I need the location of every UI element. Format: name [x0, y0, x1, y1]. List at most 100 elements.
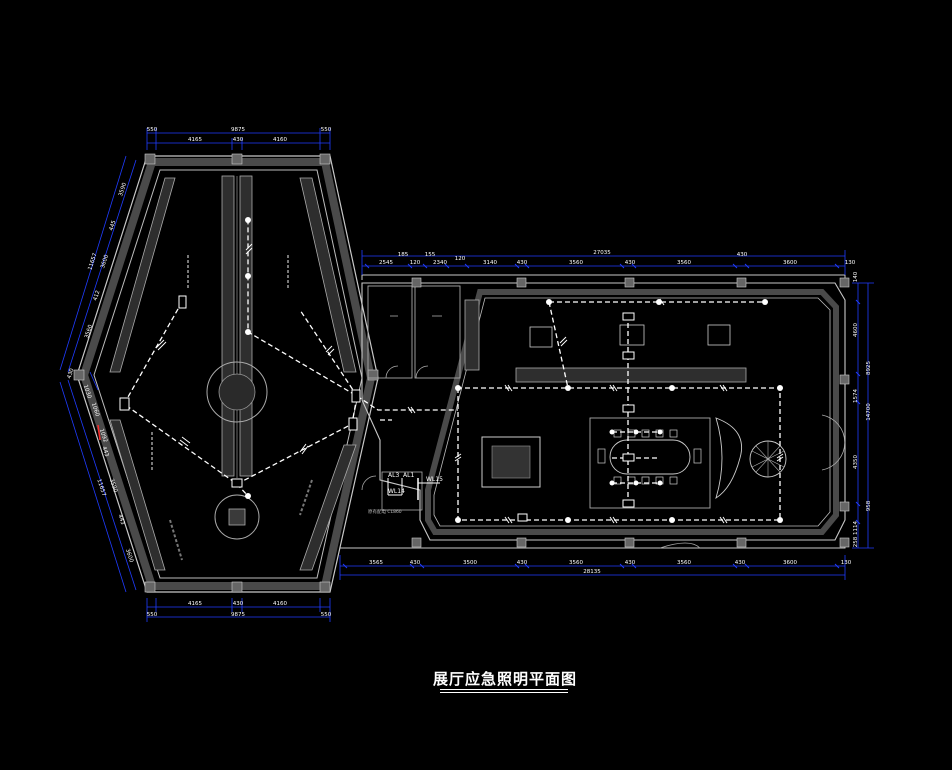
hexagon-hall — [73, 153, 379, 593]
svg-text:3600: 3600 — [124, 548, 134, 564]
central-round-inner — [218, 373, 256, 411]
svg-text:550: 550 — [321, 612, 332, 618]
title-underline-1 — [440, 689, 568, 690]
tag-al1: AL1 — [403, 472, 414, 479]
svg-text:445: 445 — [109, 219, 118, 231]
svg-text:443: 443 — [116, 514, 125, 526]
conference-area — [589, 417, 711, 509]
svg-text:3560: 3560 — [569, 260, 583, 266]
svg-text:430: 430 — [233, 137, 244, 143]
hall-display-box-2 — [619, 324, 645, 346]
hall-display-bar — [515, 367, 747, 383]
svg-text:120: 120 — [455, 256, 466, 262]
svg-text:185: 185 — [398, 252, 409, 258]
svg-text:8925: 8925 — [866, 361, 872, 375]
distribution-note: 原有配电 CL860 — [368, 508, 402, 515]
svg-text:430: 430 — [625, 560, 636, 566]
tag-al3: AL3 — [388, 472, 399, 479]
svg-text:27035: 27035 — [593, 250, 611, 256]
central-partition-left — [221, 175, 235, 477]
red-marker — [97, 424, 101, 441]
svg-text:3590: 3590 — [108, 478, 118, 494]
svg-text:4600: 4600 — [853, 323, 859, 337]
side-room-1 — [367, 285, 413, 379]
svg-text:4350: 4350 — [853, 455, 859, 469]
svg-text:430: 430 — [517, 560, 528, 566]
side-room-2 — [414, 285, 461, 379]
exhibit-labels — [151, 255, 313, 561]
svg-text:3500: 3500 — [463, 560, 477, 566]
svg-text:550: 550 — [147, 127, 158, 133]
svg-text:3140: 3140 — [483, 260, 497, 266]
circuit-ticks — [155, 243, 784, 524]
svg-text:4165: 4165 — [188, 601, 202, 607]
hall-display-box-3 — [707, 324, 731, 346]
svg-text:3600: 3600 — [100, 254, 110, 270]
svg-text:4165: 4165 — [188, 137, 202, 143]
svg-text:258: 258 — [853, 536, 859, 547]
square-exhibit — [481, 436, 541, 488]
svg-text:3565: 3565 — [369, 560, 383, 566]
svg-text:14700: 14700 — [866, 403, 872, 421]
conference-chairs — [597, 429, 702, 485]
svg-text:1092: 1092 — [98, 428, 108, 443]
hall-display-wall-left — [464, 299, 480, 371]
svg-text:3560: 3560 — [84, 324, 94, 340]
hall-inner-wall — [425, 289, 839, 535]
svg-text:1030: 1030 — [82, 384, 92, 400]
dimension-ticks — [342, 263, 861, 569]
display-case-right-lower — [299, 444, 357, 571]
svg-text:412: 412 — [93, 290, 102, 302]
svg-text:443: 443 — [100, 446, 109, 458]
hall-display-box-1 — [529, 326, 553, 348]
svg-text:2340: 2340 — [433, 260, 447, 266]
dimension-labels: 550 9875 550 4165 430 4160 4165 430 4160… — [147, 127, 856, 618]
svg-text:3560: 3560 — [569, 560, 583, 566]
svg-text:958: 958 — [866, 500, 872, 511]
display-case-left-lower — [109, 419, 166, 571]
svg-text:120: 120 — [410, 260, 421, 266]
svg-text:430: 430 — [410, 560, 421, 566]
corridor-wall-top — [361, 274, 846, 283]
reception-desk — [715, 417, 742, 500]
svg-text:11657: 11657 — [87, 252, 98, 271]
distribution-room — [381, 471, 423, 511]
svg-text:140: 140 — [853, 271, 859, 282]
hall-outer-wall — [361, 282, 846, 541]
svg-text:3590: 3590 — [118, 182, 128, 198]
title-underline-2 — [440, 692, 568, 693]
svg-text:430: 430 — [67, 367, 76, 379]
tag-wl15: WL15 — [426, 476, 443, 483]
svg-text:3560: 3560 — [677, 560, 691, 566]
hall-columns — [411, 277, 850, 548]
svg-text:28135: 28135 — [583, 569, 601, 575]
display-case-left-upper — [109, 177, 176, 373]
central-round-display — [206, 361, 268, 423]
dimension-labels-vertical-right: 140 4600 8925 14700 1574 4350 958 1114 2… — [853, 271, 872, 547]
hall-inner-line — [433, 297, 831, 527]
emergency-tag-group: AL3 AL1 WL14 WL15 原有配电 CL860 — [368, 472, 443, 515]
svg-text:3600: 3600 — [783, 260, 797, 266]
entrance-door — [821, 414, 846, 471]
svg-text:550: 550 — [147, 612, 158, 618]
dimension-labels-diagonal-left: 3590 445 11657 3600 412 3560 430 1030 10… — [67, 182, 135, 564]
rectangular-hall — [340, 274, 850, 549]
lower-pedestal-core — [228, 508, 246, 526]
svg-text:155: 155 — [425, 252, 436, 258]
drawing-title: 展厅应急照明平面图 — [432, 670, 577, 688]
svg-text:3560: 3560 — [677, 260, 691, 266]
svg-text:430: 430 — [517, 260, 528, 266]
display-case-right-upper — [299, 177, 357, 373]
svg-text:430: 430 — [735, 560, 746, 566]
hexagon-columns — [73, 153, 379, 593]
svg-text:2545: 2545 — [379, 260, 393, 266]
svg-text:4160: 4160 — [273, 137, 287, 143]
svg-text:550: 550 — [321, 127, 332, 133]
svg-text:9875: 9875 — [231, 612, 245, 618]
lower-pedestal — [214, 494, 260, 540]
svg-text:3600: 3600 — [783, 560, 797, 566]
tag-wl14: WL14 — [388, 488, 405, 495]
svg-text:1574: 1574 — [853, 389, 859, 403]
svg-text:1060: 1060 — [90, 402, 100, 418]
